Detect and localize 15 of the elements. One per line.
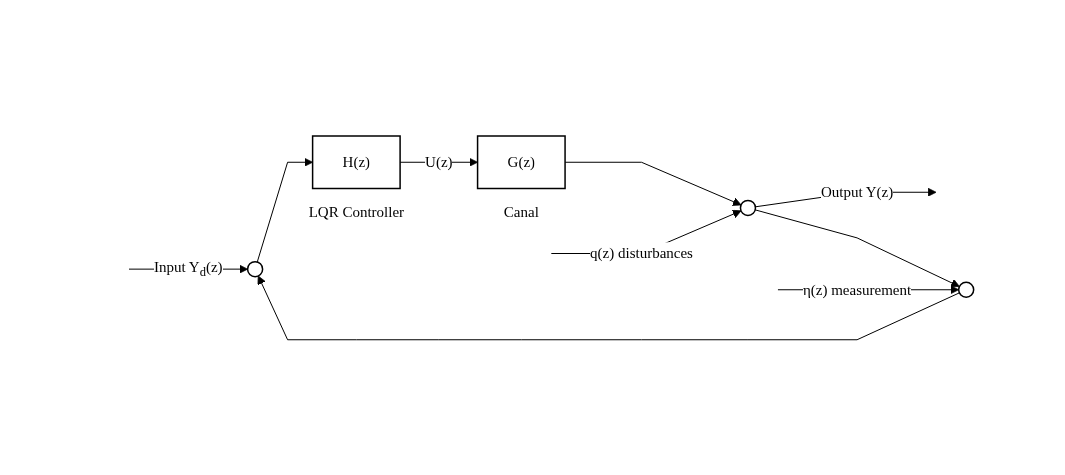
block-caption: Canal [503, 203, 539, 220]
arrow [564, 161, 742, 206]
node-circle [957, 281, 975, 298]
edge-label: η(z) measurement [802, 281, 912, 298]
node-circle [739, 199, 757, 216]
arrow [754, 209, 960, 287]
node-box: H(z) [311, 134, 401, 189]
node-box: G(z) [476, 134, 566, 189]
block-caption: LQR Controller [308, 203, 404, 220]
edge-label: Output Y(z) [820, 183, 894, 200]
edge-label: Input Y$_{d}$(z) [153, 258, 223, 279]
edge-label: U(z) [425, 153, 453, 170]
arrow [256, 157, 313, 263]
node-circle [246, 260, 264, 277]
edge-label: q(z) disturbances [589, 244, 693, 261]
